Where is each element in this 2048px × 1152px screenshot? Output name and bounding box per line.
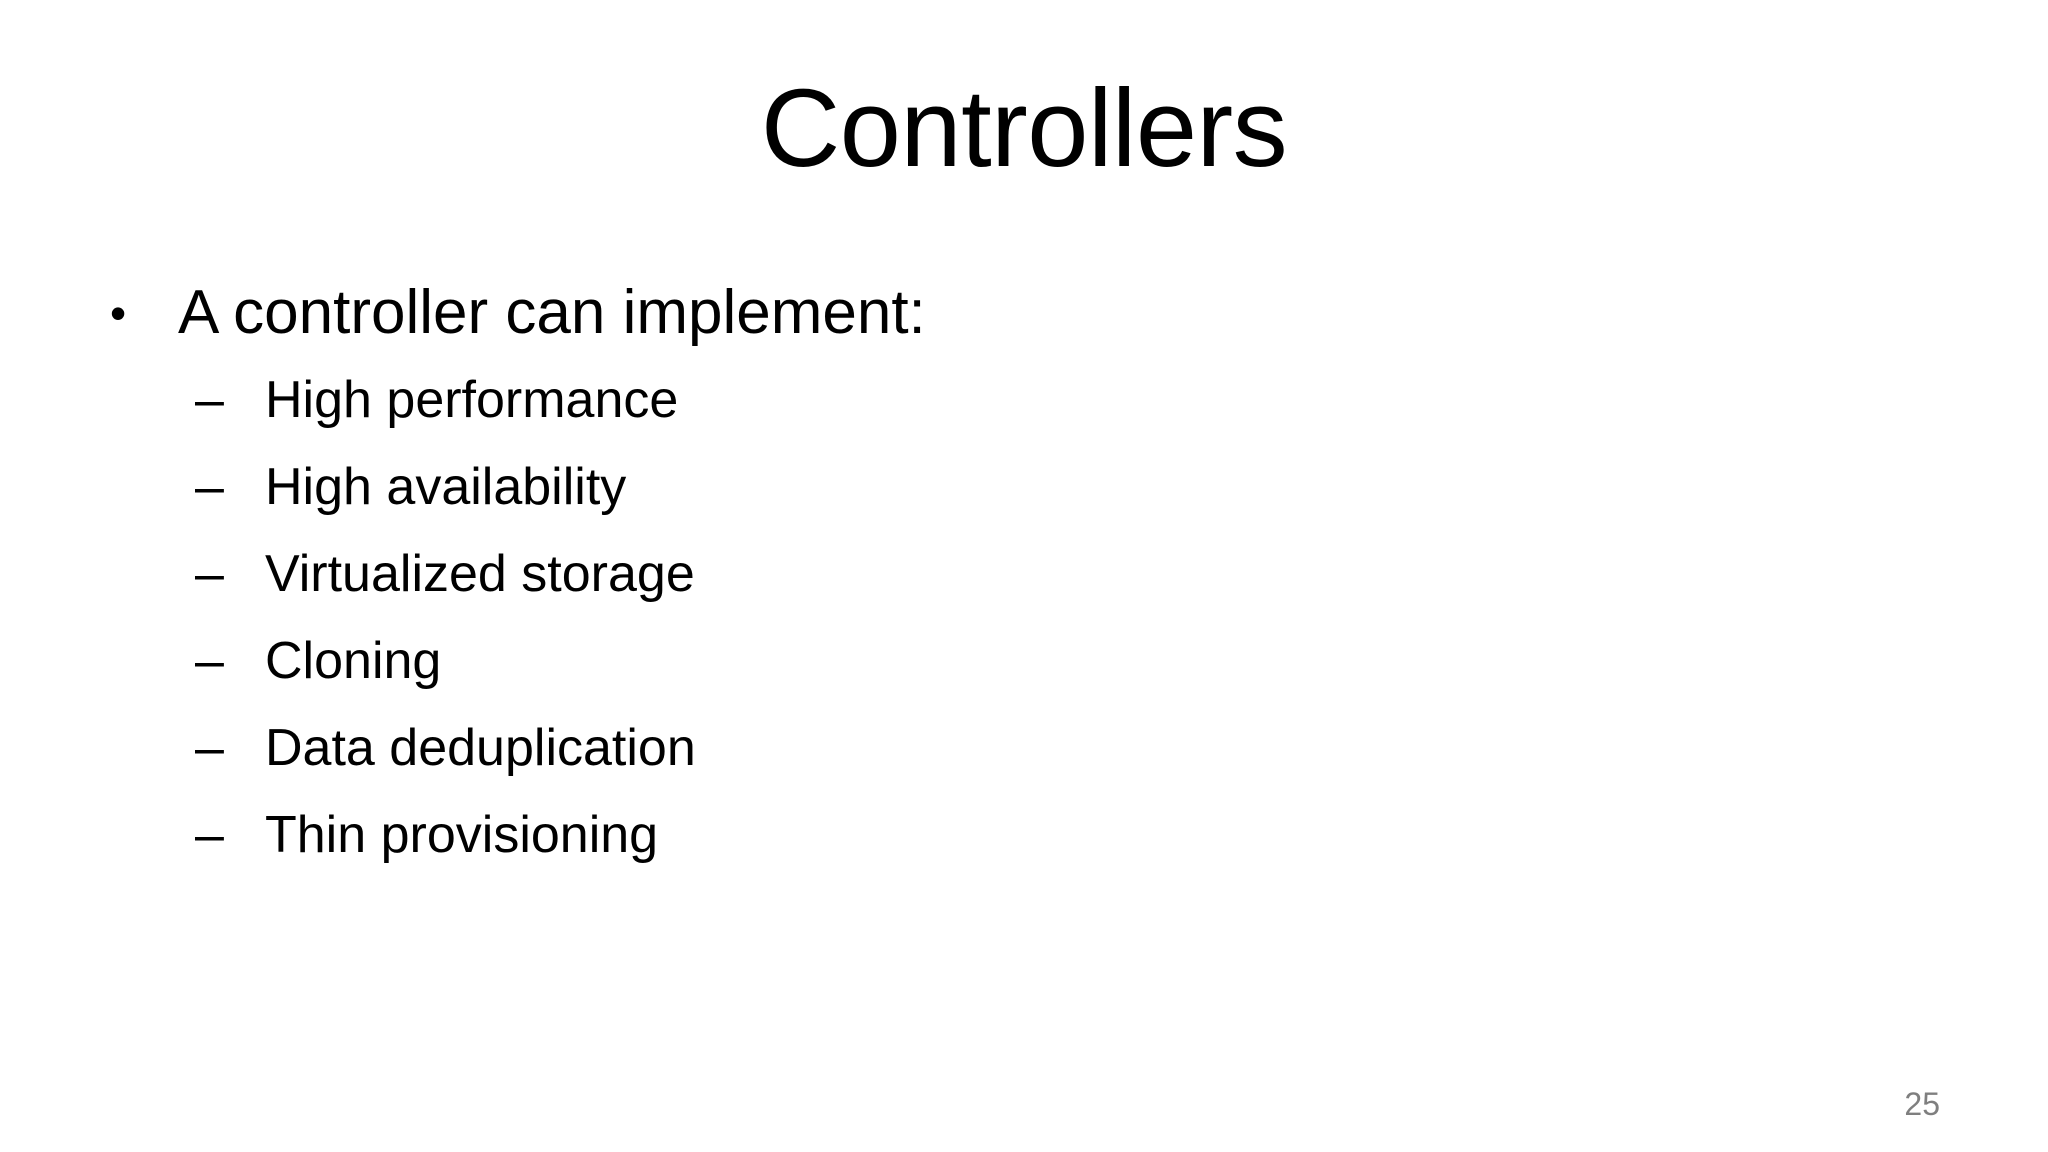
page-title: Controllers (760, 67, 1288, 190)
bullet-item-thin-provisioning: – Thin provisioning (110, 809, 1910, 896)
en-dash-icon: – (195, 719, 224, 777)
en-dash-icon: – (195, 545, 224, 603)
bullet-item-level1: • A controller can implement: (110, 282, 1910, 344)
slide-body-outline: • A controller can implement: – High per… (110, 282, 1910, 896)
bullet-label-high-availability: High availability (265, 458, 627, 516)
slide-page-number: 25 (1904, 1086, 1940, 1122)
bullet-label-cloning: Cloning (265, 632, 442, 690)
bullet-item-high-availability: – High availability (110, 461, 1910, 548)
sub-bullet-list: – High performance – High availability –… (110, 374, 1910, 896)
bullet-item-data-deduplication: – Data deduplication (110, 722, 1910, 809)
bullet-label-high-performance: High performance (265, 371, 679, 429)
bullet-item-virtualized-storage: – Virtualized storage (110, 548, 1910, 635)
bullet-item-cloning: – Cloning (110, 635, 1910, 722)
bullet-label-virtualized-storage: Virtualized storage (265, 545, 695, 603)
bullet-label-data-deduplication: Data deduplication (265, 719, 696, 777)
en-dash-icon: – (195, 371, 224, 429)
en-dash-icon: – (195, 632, 224, 690)
bullet-item-high-performance: – High performance (110, 374, 1910, 461)
bullet-dot-icon: • (110, 287, 127, 339)
en-dash-icon: – (195, 458, 224, 516)
en-dash-icon: – (195, 806, 224, 864)
bullet-label-thin-provisioning: Thin provisioning (265, 806, 659, 864)
bullet-label-level1: A controller can implement: (178, 278, 926, 347)
